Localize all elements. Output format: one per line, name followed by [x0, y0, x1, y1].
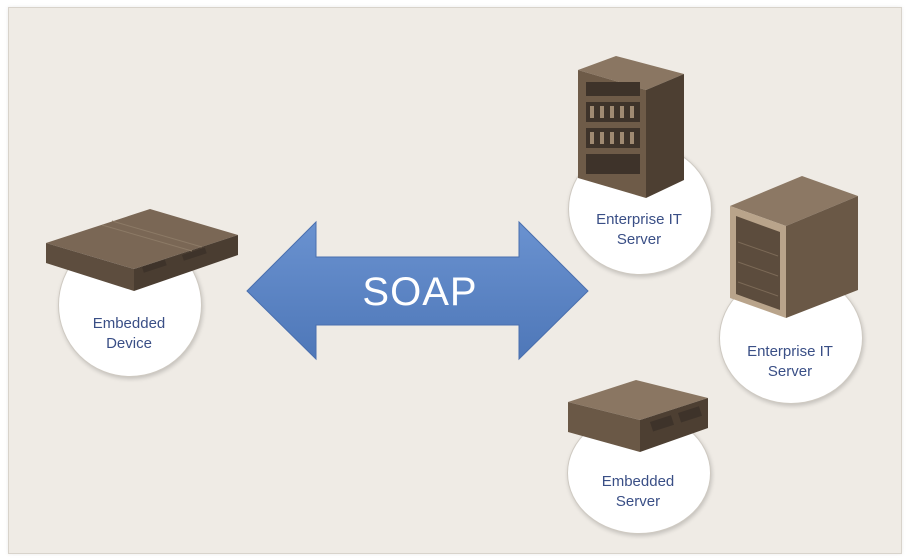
- node-label: Enterprise IT Server: [747, 343, 833, 380]
- node-label: Embedded Server: [601, 473, 675, 510]
- desktop-server-icon: [568, 380, 708, 452]
- rack-server-icon: [46, 209, 238, 291]
- tower-server-icon: [730, 176, 858, 318]
- node-label: Embedded Device: [92, 315, 166, 352]
- blade-server-icon: [578, 56, 684, 198]
- node-label: Enterprise IT Server: [596, 211, 682, 248]
- soap-label: SOAP: [362, 270, 478, 314]
